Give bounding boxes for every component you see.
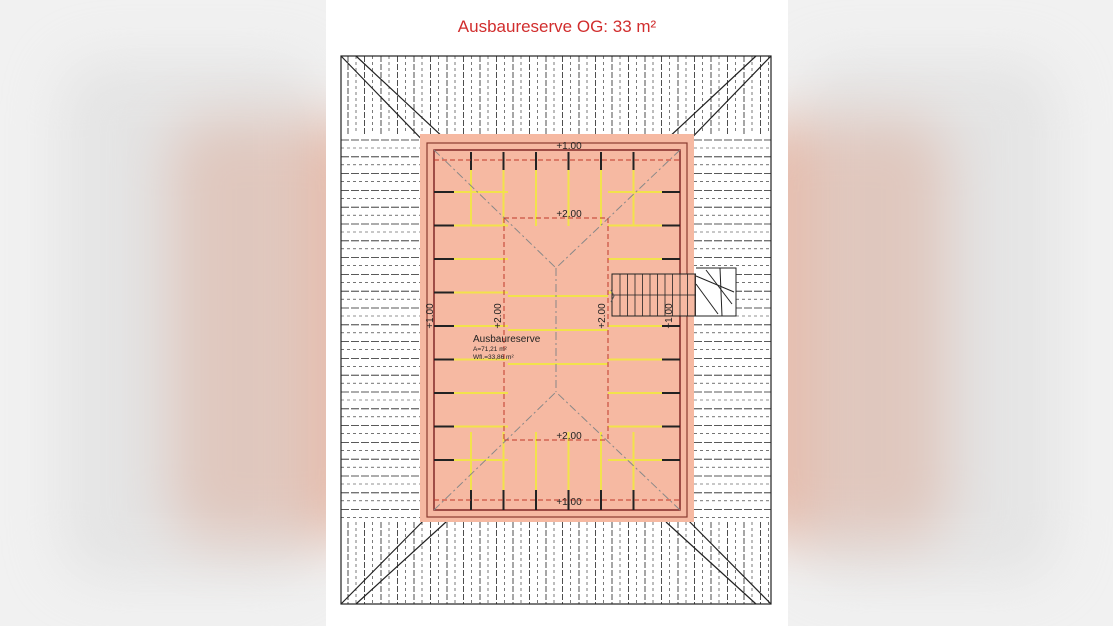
level-left-eave: +1.00 <box>425 303 436 329</box>
ridge-lines <box>433 149 681 511</box>
room-living-area-label: Wfl.=33,86 m² <box>473 354 514 361</box>
staircase <box>610 267 737 317</box>
level-boundaries <box>434 159 680 501</box>
level-upper-ridge: +2.00 <box>556 209 582 220</box>
outer-wall-line <box>426 142 688 518</box>
level-right-eave: +1.00 <box>664 303 675 329</box>
blurred-background-right <box>788 0 1113 626</box>
level-lower-ridge: +2.00 <box>556 431 582 442</box>
level-right-inner: +2.00 <box>597 303 608 329</box>
room-area-label: A=71,21 m² <box>473 346 508 353</box>
page-title: Ausbaureserve OG: 33 m² <box>457 17 657 36</box>
room-name: Ausbaureserve <box>473 334 541 345</box>
rafters <box>434 152 680 510</box>
floor-plan-panel: Ausbaureserve OG: 33 m² <box>326 0 788 626</box>
level-left-inner: +2.00 <box>493 303 504 329</box>
level-top-eave: +1.00 <box>556 141 582 152</box>
hip-lines <box>340 55 772 605</box>
level-bottom-eave: +1.00 <box>556 497 582 508</box>
room-area <box>420 134 694 522</box>
roof-floor-plan: +1.00 +2.00 +2.00 +1.00 +1.00 +2.00 +2.0… <box>340 55 772 605</box>
blurred-background-left <box>0 0 326 626</box>
inner-wall-line <box>433 149 681 511</box>
